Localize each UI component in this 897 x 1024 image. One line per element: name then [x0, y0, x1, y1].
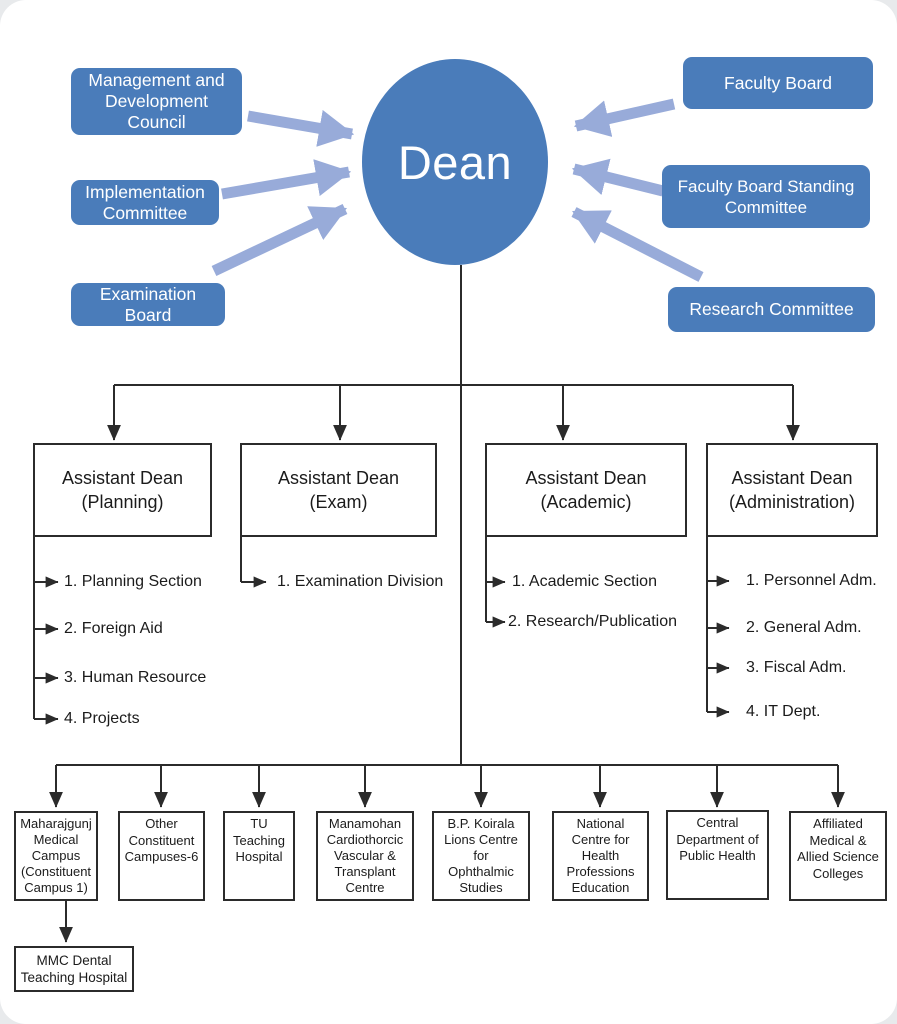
- arrow-implementation-committee-to-dean: [221, 159, 352, 200]
- assistant-dean-academic-node: Assistant Dean (Academic): [485, 443, 687, 537]
- management-development-council-node: Management and Development Council: [71, 68, 242, 135]
- affiliated-medical-colleges-node: Affiliated Medical & Allied Science Coll…: [789, 811, 887, 901]
- maharajgunj-medical-campus-node: Maharajgunj Medical Campus (Constituent …: [14, 811, 98, 901]
- implementation-committee-node: Implementation Committee: [71, 180, 219, 225]
- assistant-dean-exam-node: Assistant Dean (Exam): [240, 443, 437, 537]
- dean-label: Dean: [397, 135, 513, 189]
- central-department-public-health-node: Central Department of Public Health: [666, 810, 769, 900]
- mmc-dental-teaching-hospital-node: MMC Dental Teaching Hospital: [14, 946, 134, 992]
- arrow-research-committee-to-dean: [571, 207, 704, 282]
- arrow-management-council-to-dean: [247, 109, 355, 147]
- planning-item-2: 2. Foreign Aid: [64, 620, 163, 637]
- examination-board-node: Examination Board: [71, 283, 225, 326]
- planning-item-4: 4. Projects: [64, 710, 140, 727]
- administration-item-4: 4. IT Dept.: [746, 703, 821, 720]
- national-centre-health-professions-node: National Centre for Health Professions E…: [552, 811, 649, 901]
- faculty-board-node: Faculty Board: [683, 57, 873, 109]
- research-committee-node: Research Committee: [668, 287, 875, 332]
- other-constituent-campuses-node: Other Constituent Campuses-6: [118, 811, 205, 901]
- arrow-faculty-board-to-dean: [573, 98, 676, 138]
- arrow-faculty-board-standing-to-dean: [571, 158, 665, 197]
- tu-teaching-hospital-node: TU Teaching Hospital: [223, 811, 295, 901]
- dean-node: Dean: [362, 59, 548, 265]
- administration-item-1: 1. Personnel Adm.: [746, 572, 877, 589]
- planning-item-1: 1. Planning Section: [64, 573, 202, 590]
- assistant-dean-planning-node: Assistant Dean (Planning): [33, 443, 212, 537]
- academic-item-1: 1. Academic Section: [512, 573, 657, 590]
- administration-item-3: 3. Fiscal Adm.: [746, 659, 847, 676]
- faculty-board-standing-committee-node: Faculty Board Standing Committee: [662, 165, 870, 228]
- academic-item-2: 2. Research/Publication: [508, 613, 677, 630]
- administration-item-2: 2. General Adm.: [746, 619, 862, 636]
- bp-koirala-lions-centre-node: B.P. Koirala Lions Centre for Ophthalmic…: [432, 811, 530, 901]
- manamohan-cardiothorcic-centre-node: Manamohan Cardiothorcic Vascular & Trans…: [316, 811, 414, 901]
- assistant-dean-administration-node: Assistant Dean (Administration): [706, 443, 878, 537]
- arrow-examination-board-to-dean: [211, 204, 348, 276]
- exam-item-1: 1. Examination Division: [277, 573, 444, 590]
- planning-item-3: 3. Human Resource: [64, 669, 207, 686]
